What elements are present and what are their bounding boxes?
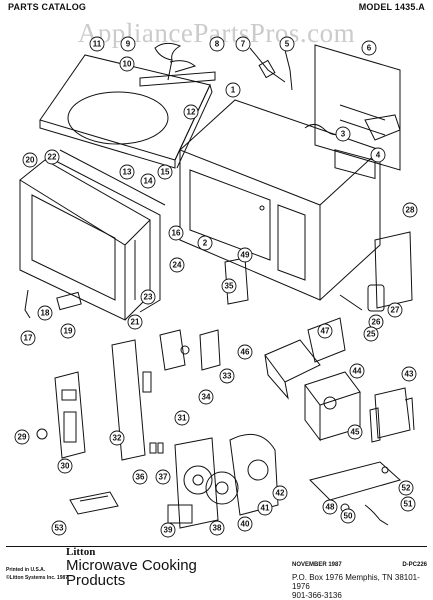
- callout-32: 32: [113, 434, 122, 443]
- callout-40: 40: [241, 520, 250, 529]
- printed-line-1: Printed in U.S.A.: [6, 567, 46, 573]
- callout-4: 4: [376, 151, 381, 160]
- callout-29: 29: [18, 433, 27, 442]
- outer-cabinet: [179, 99, 381, 301]
- callout-9: 9: [126, 40, 131, 49]
- high-voltage-transformer: [369, 387, 415, 443]
- callout-14: 14: [144, 177, 153, 186]
- callout-25: 25: [367, 330, 376, 339]
- callout-17: 17: [24, 334, 33, 343]
- thermostat-wiring: [249, 47, 293, 91]
- exploded-parts-diagram: 11 9 10 8 7 5 6 1 3 4 12 13 14 15 16 20 …: [14, 36, 418, 538]
- callout-8: 8: [215, 40, 220, 49]
- callout-48: 48: [326, 503, 335, 512]
- callout-27: 27: [391, 306, 400, 315]
- wire-connectors: [149, 442, 164, 454]
- callout-30: 30: [61, 462, 70, 471]
- callout-2: 2: [203, 239, 208, 248]
- address-line-2: 901-366-3136: [292, 591, 342, 600]
- callout-52: 52: [402, 484, 411, 493]
- capacitor-transformer-assembly: [339, 231, 413, 312]
- callout-33: 33: [223, 372, 232, 381]
- callout-28: 28: [406, 206, 415, 215]
- callout-12: 12: [187, 108, 196, 117]
- callout-20: 20: [26, 156, 35, 165]
- callout-31: 31: [178, 414, 187, 423]
- callout-47: 47: [321, 327, 330, 336]
- label-card: [69, 491, 119, 515]
- fastener-parts: [304, 114, 401, 141]
- callout-53: 53: [55, 524, 64, 533]
- callout-21: 21: [131, 318, 140, 327]
- callout-6: 6: [367, 44, 372, 53]
- callout-38: 38: [213, 524, 222, 533]
- callout-37: 37: [159, 473, 168, 482]
- callout-23: 23: [144, 293, 153, 302]
- callout-labels: 11 9 10 8 7 5 6 1 3 4 12 13 14 15 16 20 …: [14, 36, 418, 538]
- fan-assembly: [139, 42, 216, 87]
- callout-34: 34: [202, 393, 211, 402]
- callout-41: 41: [261, 504, 270, 513]
- callout-18: 18: [41, 309, 50, 318]
- top-cover-plate: [39, 54, 213, 169]
- footer-divider: [6, 546, 427, 547]
- callout-22: 22: [48, 153, 57, 162]
- rear-panel: [314, 44, 401, 180]
- callout-49: 49: [241, 251, 250, 260]
- control-board: [111, 339, 152, 461]
- callout-50: 50: [344, 512, 353, 521]
- callout-24: 24: [173, 261, 182, 270]
- callout-3: 3: [341, 130, 346, 139]
- callout-5: 5: [285, 40, 290, 49]
- model-number: MODEL 1435.A: [358, 2, 425, 12]
- callout-1: 1: [231, 86, 236, 95]
- callout-35: 35: [225, 282, 234, 291]
- callout-11: 11: [93, 40, 102, 49]
- product-line: Microwave Cooking Products: [66, 557, 197, 589]
- address-line-1: P.O. Box 1976 Memphis, TN 38101-1976: [292, 573, 420, 591]
- callout-15: 15: [161, 168, 170, 177]
- catalog-title: PARTS CATALOG: [8, 2, 87, 12]
- callout-10: 10: [123, 60, 132, 69]
- callout-39: 39: [164, 526, 173, 535]
- blower-housing: [264, 317, 346, 400]
- callout-19: 19: [64, 327, 73, 336]
- printed-notice: Printed in U.S.A. ©Litton Systems Inc. 1…: [6, 566, 68, 582]
- catalog-date: NOVEMBER 1987: [292, 562, 342, 568]
- door-latch-parts: [24, 289, 82, 319]
- document-number: D-PC226: [402, 562, 427, 568]
- brand-name: Litton: [66, 546, 96, 558]
- company-address: P.O. Box 1976 Memphis, TN 38101-1976 901…: [292, 573, 433, 600]
- callout-16: 16: [172, 229, 181, 238]
- callout-44: 44: [353, 367, 362, 376]
- callout-7: 7: [241, 40, 246, 49]
- callout-42: 42: [276, 489, 285, 498]
- callout-45: 45: [351, 428, 360, 437]
- callout-13: 13: [123, 168, 132, 177]
- callout-51: 51: [404, 500, 413, 509]
- callout-26: 26: [372, 318, 381, 327]
- interlock-switches: [159, 257, 249, 371]
- printed-line-2: ©Litton Systems Inc. 1987: [6, 575, 69, 581]
- callout-43: 43: [405, 370, 414, 379]
- callout-46: 46: [241, 348, 250, 357]
- callout-36: 36: [136, 473, 145, 482]
- control-panel: [36, 371, 86, 459]
